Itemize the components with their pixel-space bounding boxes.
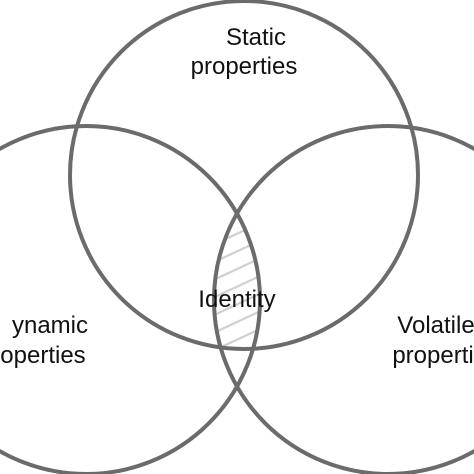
- volatile-label-line-2: properti: [392, 342, 473, 369]
- static-properties-circle: [68, 0, 420, 351]
- dynamic-label-line-2: operties: [0, 342, 85, 369]
- static-label-line-2: properties: [191, 53, 298, 80]
- volatile-label-line-1: Volatile: [397, 312, 474, 339]
- volatile-properties-circle: [212, 124, 474, 474]
- dynamic-label-line-1: ynamic: [12, 312, 88, 339]
- dynamic-properties-circle: [0, 124, 262, 474]
- static-label-line-1: Static: [226, 24, 286, 51]
- identity-label: Identity: [198, 286, 275, 313]
